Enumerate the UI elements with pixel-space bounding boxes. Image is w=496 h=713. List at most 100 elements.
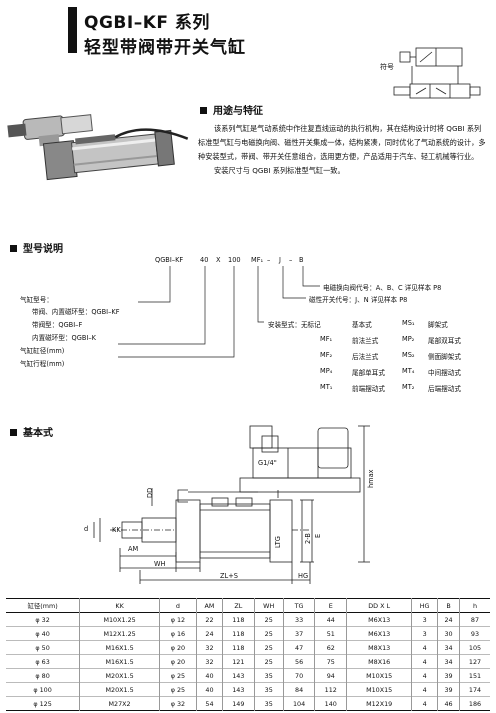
table-cell: 25 [254,612,284,627]
col-header: 缸径(mm) [6,598,81,613]
mount-code: MS₁ [402,319,415,327]
mount-code: MS₂ [402,351,415,359]
table-cell: 25 [254,626,284,641]
hmax-label: hmax [367,469,375,488]
product-photo [7,114,189,181]
code-part-stroke: 100 [228,256,241,264]
table-cell: 32 [196,640,224,655]
description-paragraph: 该系列气缸是气动系统中作往复直线运动的执行机构，其在结构设计时将 QGBI 系列… [198,124,486,161]
col-header: HG [411,598,439,613]
col-header: AM [196,598,224,613]
table-cell: 47 [283,640,316,655]
table-cell: M10X15 [346,682,413,697]
table-cell: 70 [283,668,316,683]
table-cell: M8X13 [346,640,413,655]
mount-code: MF₁ [320,335,333,343]
d-label: d [84,525,89,533]
table-cell: 24 [196,626,224,641]
col-header: d [159,598,197,613]
mount-name: 前法兰式 [352,337,379,345]
table-cell: φ 25 [159,668,197,683]
table-cell: φ 32 [159,696,197,711]
table-cell: M12X19 [346,696,413,711]
table-cell: 87 [470,615,480,624]
mount-code: MT₂ [402,383,415,391]
table-cell: M27X2 [79,696,160,711]
col-header: ZL [222,598,255,613]
table-cell: φ 50 [6,640,81,655]
cylinder-type-2: 带阀型：QGBI–F [32,321,83,329]
table-cell: 4 [411,640,439,655]
table-cell: 4 [411,696,439,711]
table-cell: M12X1.25 [79,626,160,641]
product-title: 轻型带阀带开关气缸 [84,38,246,58]
table-cell: M6X13 [346,612,413,627]
cylinder-type-3: 内置磁环型：QGBI–K [32,334,96,342]
table-cell: 118 [222,626,255,641]
mount-name: 侧面脚架式 [428,353,461,361]
table-cell: 34 [437,640,460,655]
table-cell: 143 [222,668,255,683]
description-text: 该系列气缸是气动系统中作往复直线运动的执行机构，其在结构设计时将 QGBI 系列… [198,122,488,178]
mount-name: 后法兰式 [352,353,379,361]
col-header: h [472,601,478,610]
am-label: AM [128,545,139,553]
table-cell: 84 [283,682,316,697]
mount-name: 脚架式 [428,321,448,329]
table-cell: φ 20 [159,640,197,655]
mount-code: MF₂ [320,351,333,359]
table-cell: φ 16 [159,626,197,641]
table-cell: 44 [314,612,348,627]
cylinder-type-1: 带阀、内置磁环型：QGBI–KF [32,308,120,316]
code-part-mount: MF₁ [251,256,264,264]
model-heading: 型号说明 [10,240,63,255]
stroke-label: 气缸行程(mm) [20,360,65,368]
table-cell: φ 32 [6,612,81,627]
switch-code-note: 磁性开关代号：J、N 详见样本 P8 [309,296,408,304]
code-part-dash: – [267,256,271,264]
table-cell: 3 [411,612,439,627]
table-cell: M16X1.5 [79,654,160,669]
table-cell: 54 [196,696,224,711]
table-cell: 112 [314,682,348,697]
table-cell: 39 [437,682,460,697]
dimensions-table: 缸径(mm) KK d AM ZL WH TG E DD X L HG B h … [6,598,490,711]
table-cell: 56 [283,654,316,669]
table-cell: 151 [468,671,482,680]
table-cell: 186 [468,699,482,708]
table-cell: φ 20 [159,654,197,669]
table-cell: M16X1.5 [79,640,160,655]
table-cell: 94 [314,668,348,683]
mount-label: 安装型式：无标记 [268,321,321,329]
table-cell: 25 [254,640,284,655]
mount-name: 中间摆动式 [428,369,461,377]
series-title: QGBI–KF 系列 [84,13,210,33]
table-cell: 34 [437,654,460,669]
table-cell: 143 [222,682,255,697]
table-cell: 46 [437,696,460,711]
mount-code: MP₂ [402,335,415,343]
col-header: TG [283,598,316,613]
table-cell: 25 [254,654,284,669]
dd-label: DD [146,487,154,498]
table-cell: 24 [437,612,460,627]
table-header-row: 缸径(mm) KK d AM ZL WH TG E DD X L HG B h [6,598,490,613]
symbol-label: 符号 [380,63,394,71]
port-label: G1/4" [258,459,277,467]
mount-code: MT₁ [320,383,333,391]
table-cell: φ 63 [6,654,81,669]
table-cell: φ 100 [6,682,81,697]
model-code-leader-lines [118,266,320,358]
mount-name: 后端摆动式 [428,385,461,393]
code-part-x: X [216,256,221,264]
table-cell: φ 25 [159,682,197,697]
basic-heading: 基本式 [10,424,53,439]
table-cell: 3 [411,626,439,641]
code-part-type: QGBI–KF [155,256,184,264]
code-part-dash: – [289,256,293,264]
table-cell: 104 [283,696,316,711]
